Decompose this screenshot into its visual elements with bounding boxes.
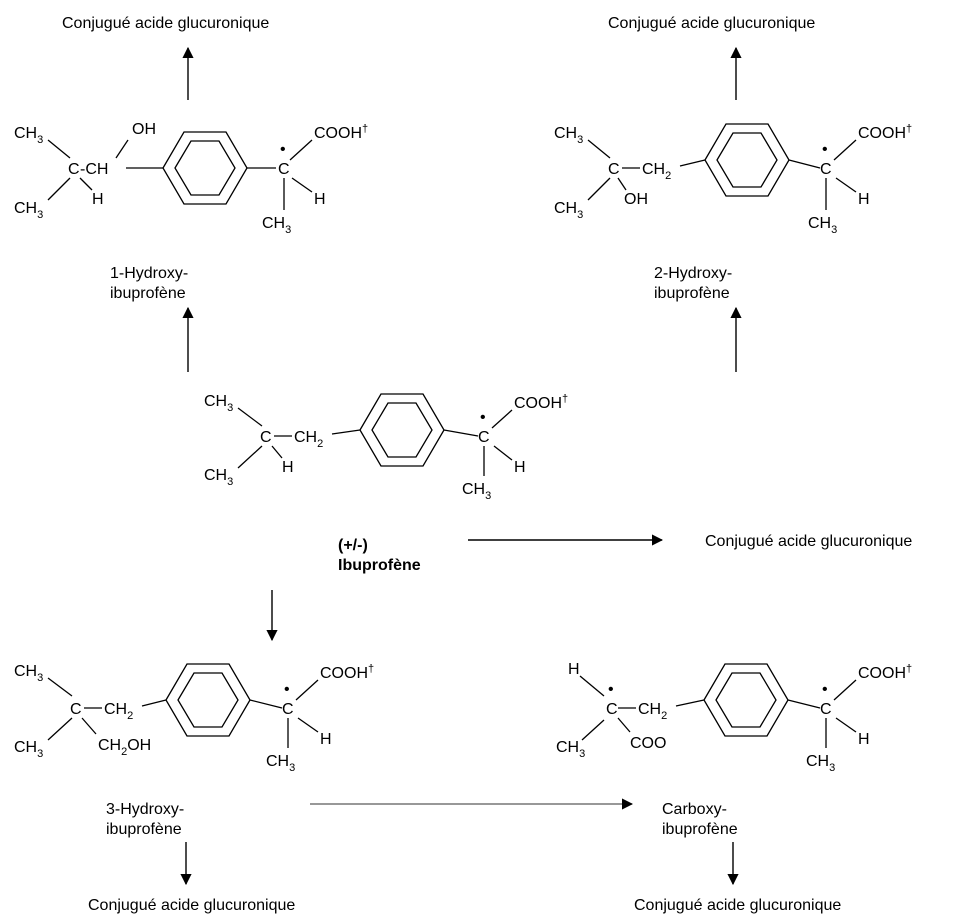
svg-text:COO: COO: [630, 735, 666, 752]
svg-text:C: C: [260, 429, 272, 446]
svg-text:CH3: CH3: [462, 481, 491, 502]
svg-text:CH3: CH3: [556, 739, 585, 760]
svg-text:CH3: CH3: [204, 393, 233, 414]
label-ibuprofen-line2: Ibuprofène: [338, 557, 421, 574]
svg-text:CH2: CH2: [294, 429, 323, 450]
svg-text:C: C: [282, 701, 294, 718]
svg-text:H: H: [314, 191, 326, 208]
svg-text:H: H: [514, 459, 526, 476]
label-2-hydroxy-line1: 2-Hydroxy-: [654, 265, 732, 282]
svg-text:CH3: CH3: [14, 739, 43, 760]
label-carboxy-line2: ibuprofène: [662, 821, 738, 838]
molecule-carboxy-ibuprofen: H C • CH2 CH3 COO C • COOH† H CH3: [556, 661, 912, 774]
svg-text:H: H: [320, 731, 332, 748]
svg-text:CH3: CH3: [262, 215, 291, 236]
label-ibuprofen-line1: (+/-): [338, 537, 368, 554]
label-2-hydroxy-line2: ibuprofène: [654, 285, 730, 302]
svg-text:C: C: [608, 161, 620, 178]
svg-text:CH3: CH3: [266, 753, 295, 774]
conjugate-label-bottom-left: Conjugué acide glucuronique: [88, 897, 295, 914]
conjugate-label-middle-right: Conjugué acide glucuronique: [705, 533, 912, 550]
svg-text:CH3: CH3: [204, 467, 233, 488]
svg-text:H: H: [568, 661, 580, 678]
svg-text:•: •: [822, 681, 828, 698]
svg-text:CH2: CH2: [638, 701, 667, 722]
svg-text:•: •: [284, 681, 290, 698]
svg-text:C: C: [70, 701, 82, 718]
svg-text:C: C: [606, 701, 618, 718]
svg-text:-CH: -CH: [80, 161, 108, 178]
svg-text:COOH†: COOH†: [858, 663, 912, 682]
molecule-2-hydroxy-ibuprofen: CH3 CH3 C CH2 OH C • COOH† H CH3: [554, 123, 912, 236]
svg-text:CH3: CH3: [14, 125, 43, 146]
label-1-hydroxy-line1: 1-Hydroxy-: [110, 265, 188, 282]
label-1-hydroxy-line2: ibuprofène: [110, 285, 186, 302]
label-carboxy-line1: Carboxy-: [662, 801, 727, 818]
svg-text:•: •: [280, 141, 286, 158]
svg-text:H: H: [92, 191, 104, 208]
svg-text:C: C: [278, 161, 290, 178]
svg-text:C: C: [820, 701, 832, 718]
svg-text:CH3: CH3: [14, 200, 43, 221]
svg-text:CH3: CH3: [554, 200, 583, 221]
molecule-3-hydroxy-ibuprofen: CH3 CH3 C CH2 CH2OH C • COOH† H CH3: [14, 663, 374, 774]
molecule-1-hydroxy-ibuprofen: CH3 CH3 C -CH H OH C • COOH† H CH3: [14, 121, 368, 236]
svg-text:•: •: [480, 409, 486, 426]
svg-text:COOH†: COOH†: [320, 663, 374, 682]
svg-text:COOH†: COOH†: [858, 123, 912, 142]
svg-text:H: H: [858, 731, 870, 748]
svg-text:OH: OH: [132, 121, 156, 138]
label-3-hydroxy-line1: 3-Hydroxy-: [106, 801, 184, 818]
svg-text:•: •: [608, 681, 614, 698]
svg-text:CH2OH: CH2OH: [98, 737, 151, 758]
conjugate-label-top-right: Conjugué acide glucuronique: [608, 15, 815, 32]
svg-text:C: C: [820, 161, 832, 178]
svg-text:C: C: [478, 429, 490, 446]
svg-text:H: H: [858, 191, 870, 208]
svg-text:C: C: [68, 161, 80, 178]
conjugate-label-bottom-right: Conjugué acide glucuronique: [634, 897, 841, 914]
label-3-hydroxy-line2: ibuprofène: [106, 821, 182, 838]
svg-text:CH3: CH3: [806, 753, 835, 774]
svg-text:COOH†: COOH†: [514, 393, 568, 412]
svg-text:•: •: [822, 141, 828, 158]
svg-text:CH3: CH3: [554, 125, 583, 146]
svg-text:CH2: CH2: [104, 701, 133, 722]
svg-text:CH3: CH3: [808, 215, 837, 236]
svg-text:CH2: CH2: [642, 161, 671, 182]
svg-text:H: H: [282, 459, 294, 476]
molecule-ibuprofen: CH3 CH3 C CH2 H C • COOH† H CH3: [204, 393, 568, 502]
svg-text:OH: OH: [624, 191, 648, 208]
svg-text:COOH†: COOH†: [314, 123, 368, 142]
svg-text:CH3: CH3: [14, 663, 43, 684]
conjugate-label-top-left: Conjugué acide glucuronique: [62, 15, 269, 32]
